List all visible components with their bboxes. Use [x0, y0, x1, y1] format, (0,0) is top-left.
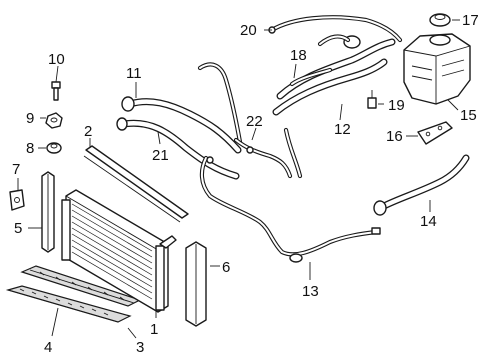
callout-7: 7 [12, 161, 20, 178]
part-9-nut [45, 112, 63, 129]
callout-2: 2 [84, 123, 92, 140]
part-13-coolant-line [199, 155, 381, 263]
part-15-expansion-tank [403, 33, 471, 105]
callout-16: 16 [386, 128, 403, 145]
callout-8: 8 [26, 140, 34, 157]
part-11-radiator-hose [121, 62, 243, 154]
part-7-bracket [9, 189, 25, 211]
part-6-right-seal [185, 241, 207, 327]
callout-15: 15 [460, 107, 477, 124]
callout-5: 5 [14, 220, 22, 237]
callout-1: 1 [150, 321, 158, 338]
callout-14: 14 [420, 213, 437, 230]
part-16-mounting-plate [417, 121, 453, 145]
callout-20: 20 [240, 22, 257, 39]
callout-17: 17 [462, 12, 479, 29]
part-19-fitting [367, 90, 377, 109]
leader-lines [17, 19, 460, 339]
callout-labels: 1 2 3 4 5 6 7 8 9 10 11 12 13 14 15 16 1… [12, 12, 479, 356]
part-22-connector-hose [233, 137, 293, 179]
part-5-left-seal [41, 171, 55, 253]
callout-10: 10 [48, 51, 65, 68]
callout-4: 4 [44, 339, 52, 356]
callout-22: 22 [246, 113, 263, 130]
part-8-grommet [46, 142, 62, 154]
part-12-hose-assembly [272, 34, 396, 179]
part-14-return-hose [373, 154, 470, 216]
callout-19: 19 [388, 97, 405, 114]
callout-12: 12 [334, 121, 351, 138]
part-1-radiator [61, 189, 177, 313]
part-4-lower-deflector [5, 285, 132, 323]
part-18-vent-hose [289, 67, 333, 87]
callout-13: 13 [302, 283, 319, 300]
callout-21: 21 [152, 147, 169, 164]
callout-6: 6 [222, 259, 230, 276]
callout-18: 18 [290, 47, 307, 64]
callout-3: 3 [136, 339, 144, 356]
part-17-cap [429, 13, 451, 27]
callout-9: 9 [26, 110, 34, 127]
callout-11: 11 [126, 65, 142, 82]
part-21-lower-hose [116, 117, 240, 180]
part-10-bolt [51, 81, 61, 101]
